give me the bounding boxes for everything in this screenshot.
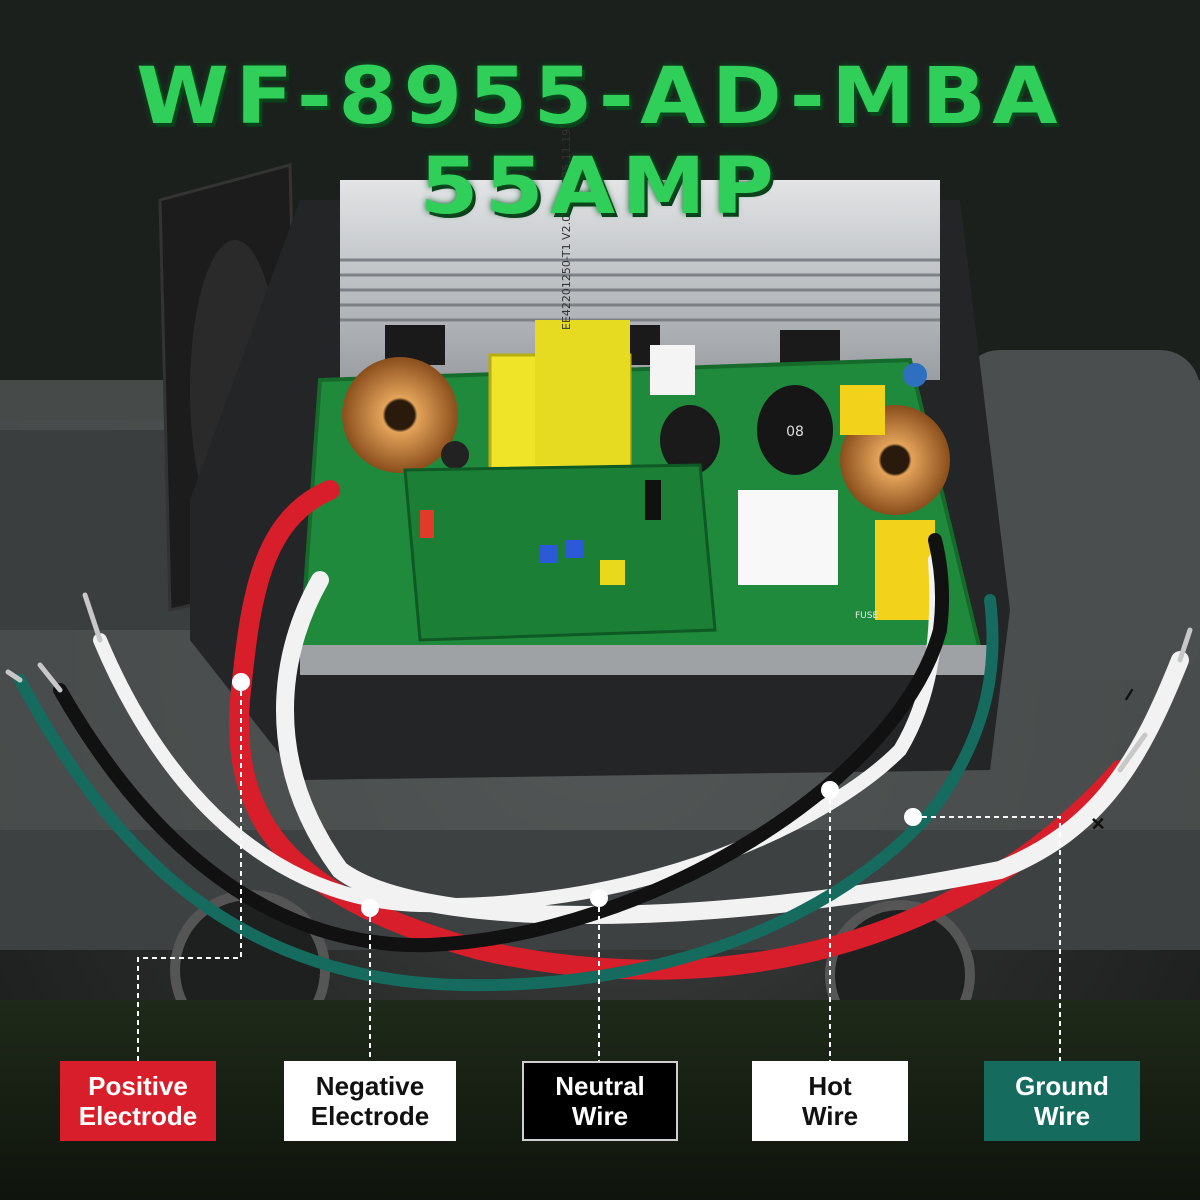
toroid-inductor-left [342,357,458,473]
product-title: WF-8955-AD-MBA 55AMP [136,52,1064,232]
rv-window-right [960,350,1200,680]
capacitor-large [757,385,833,475]
x-capacitor-white [738,490,838,585]
transformer-core [535,320,630,465]
fuse-marking: FUSE [855,611,878,621]
label-neutral-wire: Neutral Wire [522,1061,678,1141]
trimmer-pot [540,545,558,563]
callout-lines [137,682,1061,1061]
mounting-plate [300,645,990,675]
capacitor-medium [660,405,720,475]
yellow-capacitor-top [840,385,885,435]
wire-tips [5,592,1193,773]
label-negative-electrode: Negative Electrode [284,1061,456,1141]
relay [650,345,695,395]
capacitor-small [441,441,469,469]
hot-wire [93,553,944,913]
ground-wire [14,594,999,992]
dip-switch [420,510,434,538]
yellow-capacitor-bottom [875,520,935,620]
neutral-wire [53,533,950,953]
transformer-marking: EE42201250-T1 V2.0 XG 2025.11.19 [560,129,573,330]
label-hot-wire: Hot Wire [752,1061,908,1141]
capacitor-marking: 08 [786,424,804,440]
label-positive-electrode: Positive Electrode [60,1061,216,1141]
label-ground-wire: Ground Wire [984,1061,1140,1141]
callout-dots [232,673,922,917]
control-board [403,463,717,642]
rv-window-left [0,430,190,630]
